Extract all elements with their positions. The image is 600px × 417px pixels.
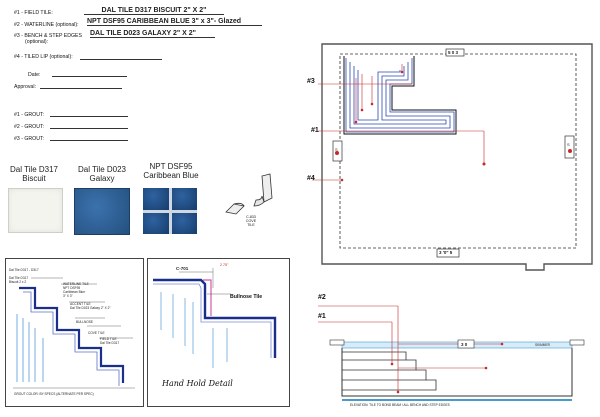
- marker-2: #2: [318, 294, 326, 301]
- swatch-3-name: NPT DSF95: [149, 162, 193, 171]
- hand-hold-title: Hand Hold Detail: [162, 379, 233, 388]
- cove-tile-word-2: TILE: [247, 223, 255, 228]
- section-label-9: BULLNOSE: [76, 320, 94, 324]
- bench-step-value[interactable]: DAL TILE D023 GALAXY 2" X 2": [90, 30, 215, 38]
- swatch-caribbean-blue: [143, 188, 197, 234]
- swatch-3-color-name: Caribbean Blue: [143, 171, 199, 180]
- swatch-1-color-name: Biscuit: [22, 174, 46, 183]
- swatch-1-name: Dal Tile D317: [9, 165, 59, 174]
- elevation-right-note: SKIMMER: [535, 343, 550, 347]
- section-label-6: 3" X 3": [63, 294, 73, 298]
- grout-1-label: #1 - GROUT:: [14, 112, 44, 118]
- section-label-10: COVE TILE: [88, 331, 105, 335]
- bench-step-label: #3 - BENCH & STEP EDGES: [14, 33, 82, 39]
- marker-1: #1: [311, 127, 319, 134]
- hand-hold-code: C-701: [176, 266, 189, 271]
- grout-1-field[interactable]: [50, 116, 128, 117]
- swatch-2-color-name: Galaxy: [89, 174, 115, 183]
- section-label-11: FIELD TILE: [100, 337, 117, 341]
- marker-4: #4: [307, 175, 315, 182]
- grout-2-label: #2 - GROUT:: [14, 124, 44, 130]
- pool-plan-drawing: [312, 43, 593, 271]
- grout-3-label: #3 - GROUT:: [14, 136, 44, 142]
- section-footer: GROUT COLOR: BY SPECS (ALTERNATE PER SPE…: [14, 392, 94, 396]
- swatch-2-name: Dal Tile D023: [77, 165, 127, 174]
- hand-hold-drawing: [153, 268, 277, 368]
- field-tile-value[interactable]: DAL TILE D317 BISCUIT 2" X 2": [84, 7, 224, 15]
- bench-step-label-optional: (optional):: [25, 39, 49, 45]
- grout-3-field[interactable]: [50, 140, 128, 141]
- section-label-5: Caribbean Blue: [63, 290, 85, 294]
- elevation-footer: ELEVATION: TILE TO BOND BEAM / ALL BENCH…: [350, 403, 450, 407]
- approval-label: Approval:: [14, 84, 36, 90]
- field-tile-label: #1 - FIELD TILE:: [14, 10, 53, 16]
- tiled-lip-label: #4 - TILED LIP (optional):: [14, 54, 73, 60]
- section-label-12: Dal Tile D317: [100, 341, 120, 345]
- plan-bottom-code: 3 '0" 5: [439, 250, 453, 255]
- section-label-4: NPT DSF95: [63, 286, 81, 290]
- approval-field[interactable]: [40, 88, 122, 89]
- marker-3: #3: [307, 78, 315, 85]
- cove-tile-word: COVE: [245, 219, 257, 224]
- cove-tile-icon: [225, 173, 273, 215]
- date-field[interactable]: [52, 76, 127, 77]
- cove-tile-code: C-833: [246, 215, 256, 219]
- section-label-8: Dal Tile D023 Galaxy 2" X 2": [70, 306, 111, 310]
- bullnose-label: Bullnose Tile: [230, 294, 263, 300]
- waterline-label: #2 - WATERLINE (optional):: [14, 22, 79, 28]
- swatch-biscuit: [8, 188, 63, 233]
- marker-1-elevation: #1: [318, 313, 326, 320]
- plan-left-code: S: [335, 147, 338, 152]
- plan-right-code: S: [567, 142, 570, 147]
- waterline-value[interactable]: NPT DSF95 CARIBBEAN BLUE 3" x 3"- Glazed: [87, 18, 262, 26]
- section-label-7: ACCENT TILE: [70, 302, 91, 306]
- swatch-galaxy: [74, 188, 130, 235]
- section-detail-frame: [5, 258, 144, 407]
- date-label: Date:: [28, 72, 41, 78]
- hand-hold-frame: [147, 258, 290, 407]
- section-title: Dal Tile D317 - D317: [9, 268, 39, 272]
- elevation-code: 3 0: [461, 342, 468, 347]
- section-label-1: Dal Tile D317: [9, 276, 29, 280]
- grout-2-field[interactable]: [50, 128, 128, 129]
- section-label-3: WATERLINE TILE: [63, 282, 89, 286]
- step-section-drawing: [13, 277, 135, 389]
- tiled-lip-field[interactable]: [80, 51, 162, 60]
- section-label-2: Biscuit 2 x 2: [9, 280, 27, 284]
- hand-hold-dim: 2.75": [220, 263, 229, 267]
- pool-elevation-drawing: [318, 305, 585, 401]
- plan-top-code: 5 0 3: [448, 50, 459, 55]
